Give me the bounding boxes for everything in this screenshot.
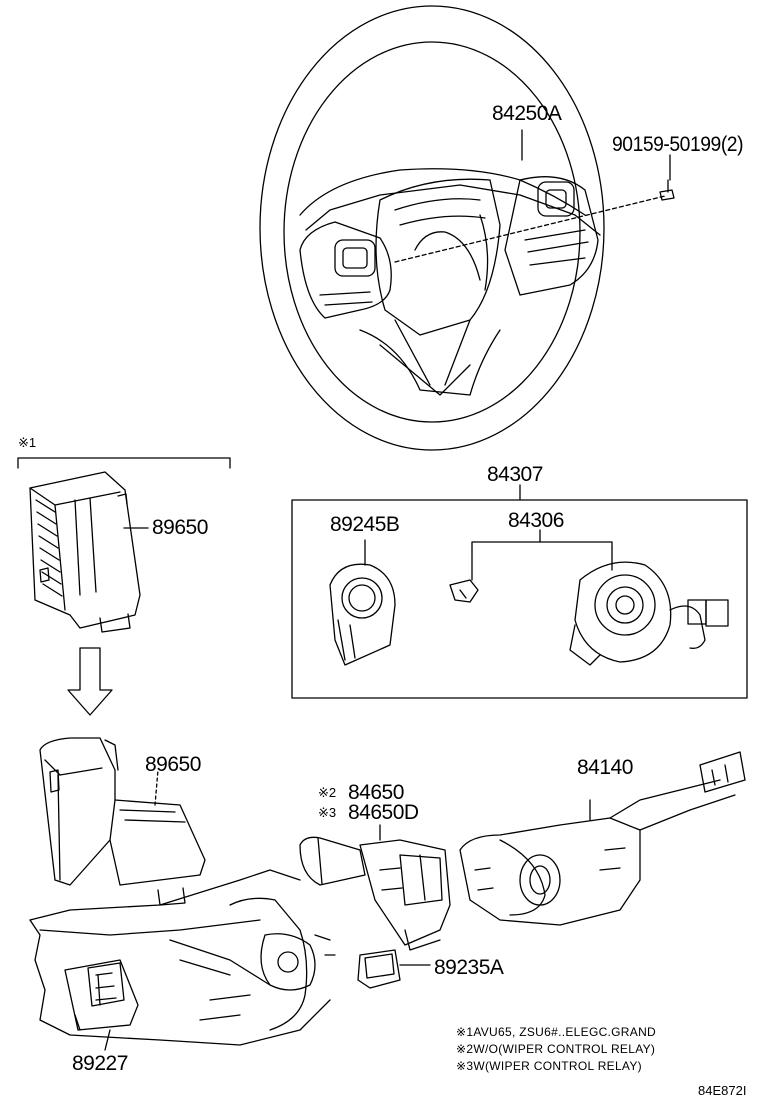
relay-drawing bbox=[357, 949, 431, 989]
wiper-switch-drawing bbox=[299, 824, 451, 951]
part-label-spiral-cable-assy: 84307 bbox=[487, 463, 543, 486]
note-1-mark: ※1 bbox=[456, 1025, 474, 1039]
option-mark-1: ※1 bbox=[18, 435, 37, 450]
part-label-wiper-switch-a: 84650 bbox=[348, 781, 404, 804]
note-3-text: W(WIPER CONTROL RELAY) bbox=[473, 1059, 642, 1073]
notes-list: ※1AVU65, ZSU6#..ELEGC.GRAND ※2W/O(WIPER … bbox=[456, 1026, 656, 1072]
note-2-text: W/O(WIPER CONTROL RELAY) bbox=[473, 1042, 656, 1056]
note-3: ※3W(WIPER CONTROL RELAY) bbox=[456, 1060, 656, 1072]
turn-switch-drawing bbox=[459, 751, 746, 926]
note-1-text: AVU65, ZSU6#..ELEGC.GRAND bbox=[473, 1025, 657, 1039]
part-label-bolt: 90159-50199(2) bbox=[612, 133, 744, 156]
option-mark-3: ※3 bbox=[318, 805, 337, 820]
column-bracket-drawing bbox=[29, 869, 336, 1046]
option-bracket bbox=[17, 457, 231, 469]
part-label-computer: 89227 bbox=[72, 1052, 128, 1075]
clip-drawing bbox=[449, 547, 479, 603]
part-label-steering-wheel: 84250A bbox=[492, 102, 562, 125]
down-arrow bbox=[67, 647, 113, 716]
ecu-lower-drawing bbox=[39, 737, 206, 906]
steering-wheel-drawing bbox=[259, 5, 675, 451]
note-3-mark: ※3 bbox=[456, 1059, 474, 1073]
sensor-drawing bbox=[329, 539, 396, 666]
part-label-relay: 89235A bbox=[434, 956, 504, 979]
part-label-sensor: 89245B bbox=[330, 513, 400, 536]
spiral-cable-assy-box bbox=[291, 484, 748, 699]
part-label-turn-switch: 84140 bbox=[577, 756, 633, 779]
option-mark-2: ※2 bbox=[318, 785, 337, 800]
note-2-mark: ※2 bbox=[456, 1042, 474, 1056]
diagram-code: 84E872I bbox=[698, 1083, 747, 1098]
part-label-ecu-upper: 89650 bbox=[152, 516, 208, 539]
computer-drawing bbox=[64, 959, 139, 1051]
ecu-upper-drawing bbox=[29, 471, 149, 633]
part-label-spiral-cable: 84306 bbox=[508, 509, 564, 532]
note-2: ※2W/O(WIPER CONTROL RELAY) bbox=[456, 1043, 656, 1055]
note-1: ※1AVU65, ZSU6#..ELEGC.GRAND bbox=[456, 1026, 656, 1038]
part-label-wiper-switch-b: 84650D bbox=[348, 801, 419, 824]
spiral-cable-drawing bbox=[569, 547, 729, 666]
part-label-ecu-lower: 89650 bbox=[145, 753, 201, 776]
